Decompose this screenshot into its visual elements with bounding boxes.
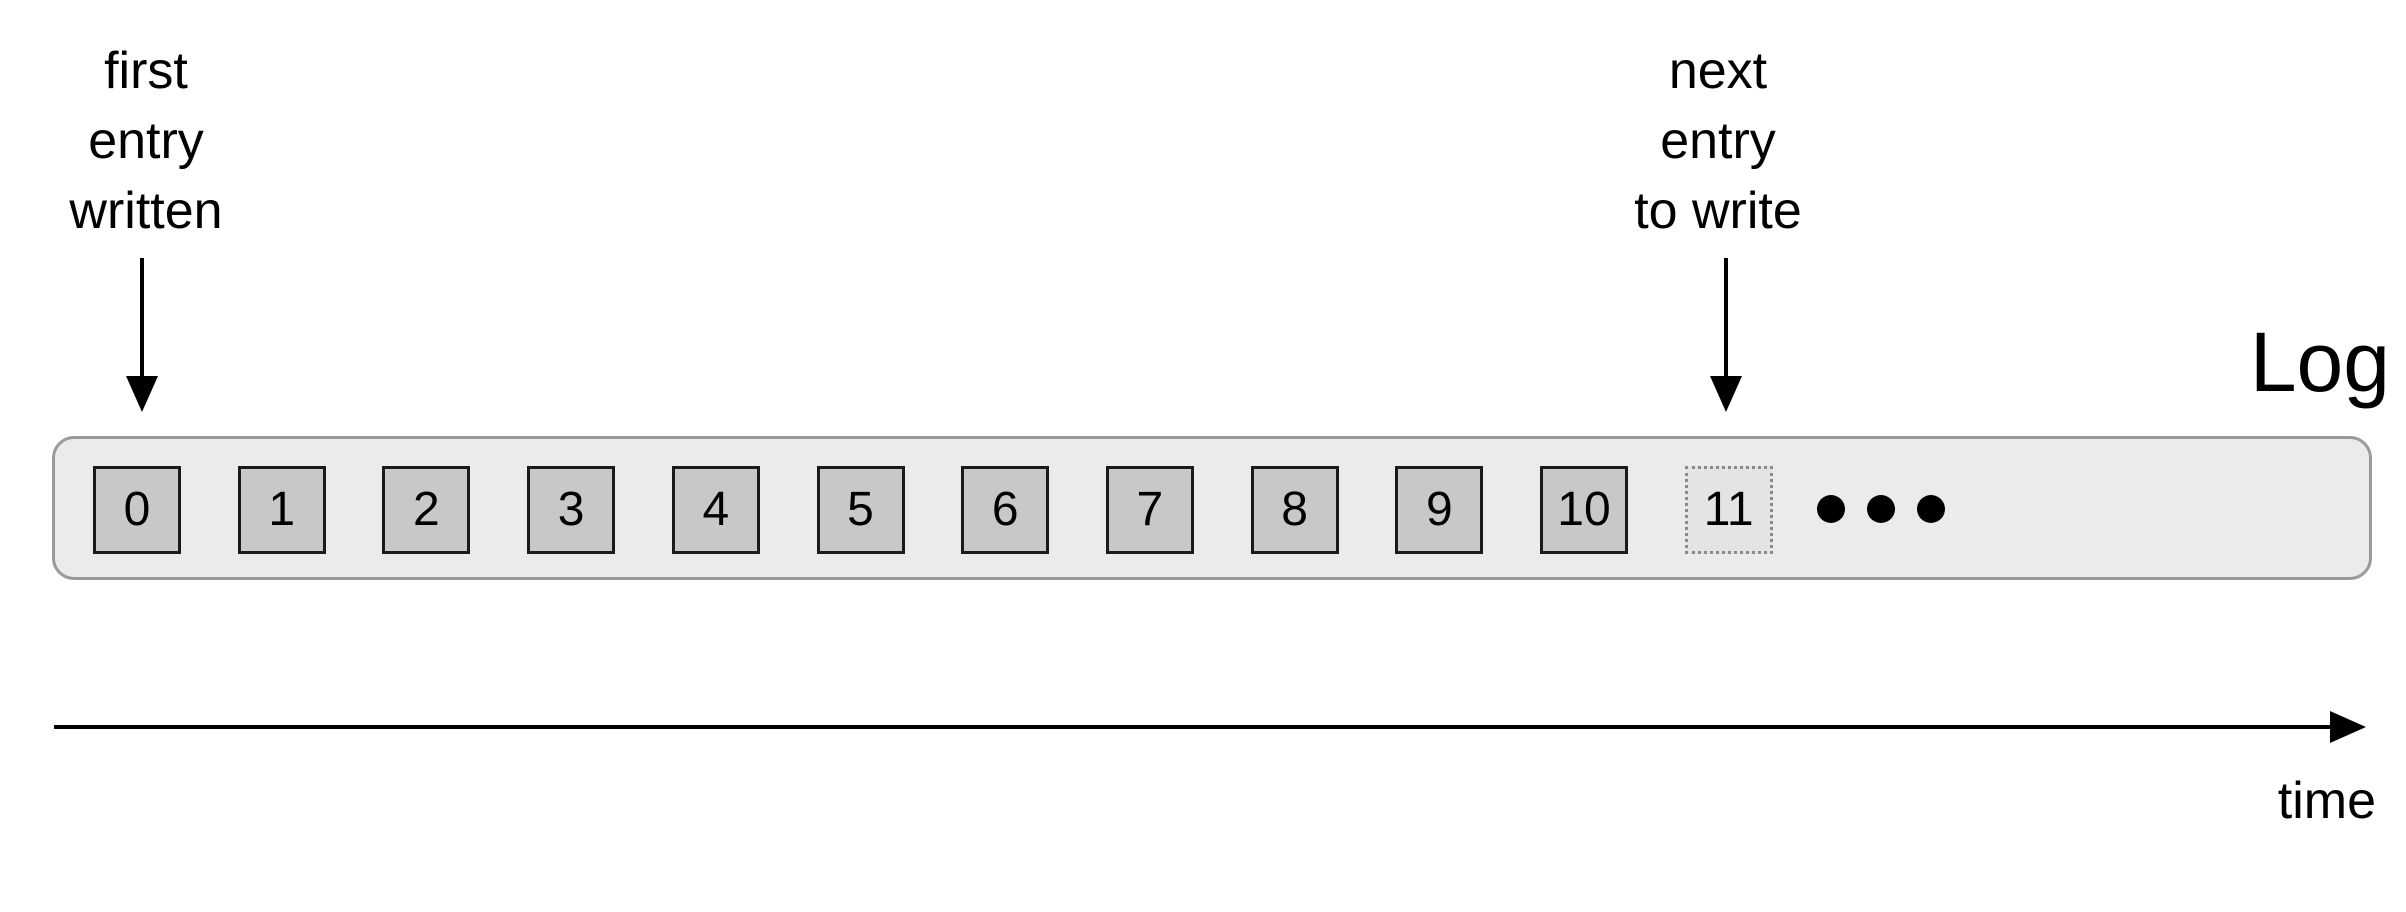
next-entry-arrow	[1710, 258, 1742, 412]
first-entry-arrow	[126, 258, 158, 412]
dot-icon	[1817, 495, 1845, 523]
log-entry: 2	[382, 466, 471, 554]
dot-icon	[1917, 495, 1945, 523]
dot-icon	[1867, 495, 1895, 523]
log-title: Log	[2249, 315, 2390, 409]
log-entry-pending: 11	[1684, 466, 1773, 554]
log-entry: 1	[237, 466, 326, 554]
next-entry-label-line: next	[1668, 42, 1768, 100]
log-entry: 6	[961, 466, 1050, 554]
first-entry-label: first entry written	[0, 36, 326, 246]
next-entry-label: next entry to write	[1538, 36, 1898, 246]
log-entry: 9	[1395, 466, 1484, 554]
log-entry: 3	[527, 466, 616, 554]
next-entry-label-line: to write	[1634, 182, 1802, 240]
log-entry: 7	[1105, 466, 1194, 554]
log-entry: 4	[671, 466, 760, 554]
log-entry: 5	[816, 466, 905, 554]
next-entry-label-line: entry	[1660, 112, 1776, 170]
ellipsis-icon	[1817, 495, 1947, 525]
time-axis-arrow	[54, 711, 2366, 743]
log-entry: 10	[1540, 466, 1628, 554]
first-entry-label-line: first	[104, 42, 188, 100]
log-entry: 8	[1250, 466, 1339, 554]
first-entry-label-line: written	[69, 182, 223, 240]
first-entry-label-line: entry	[88, 112, 204, 170]
log-entry: 0	[93, 466, 181, 554]
time-axis-label: time	[2277, 772, 2376, 830]
